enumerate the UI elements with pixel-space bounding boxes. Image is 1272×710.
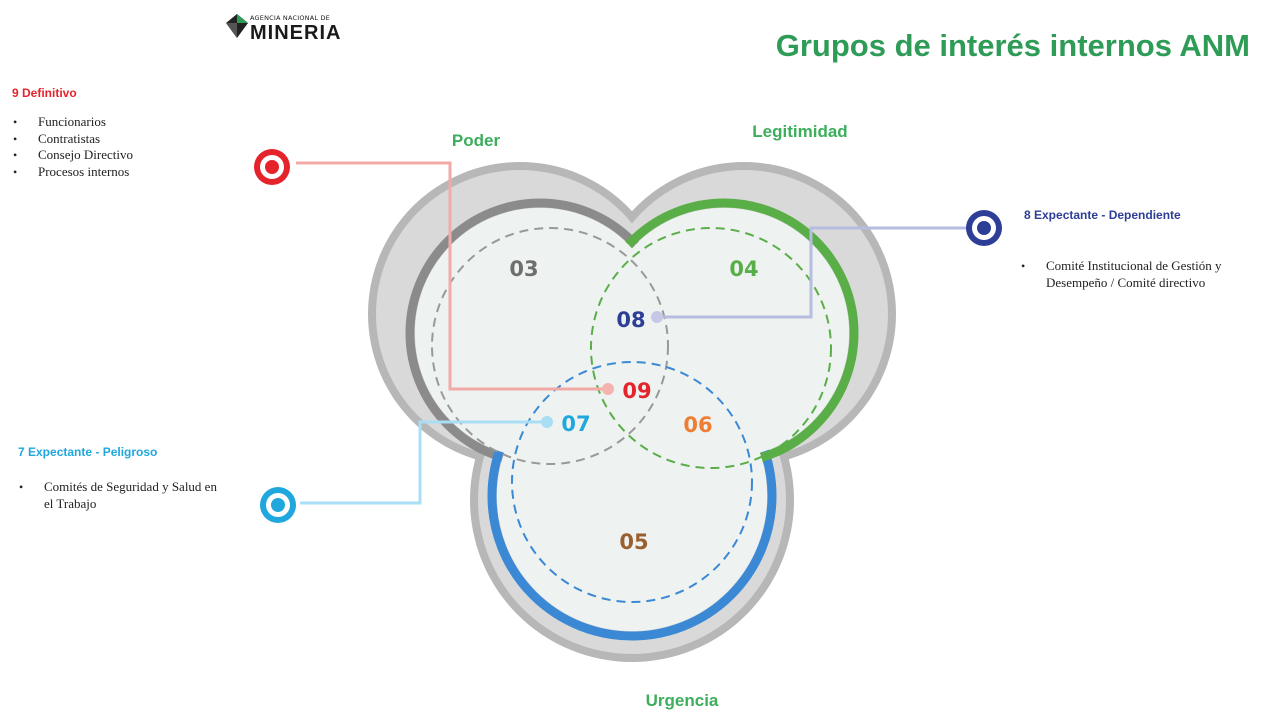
page-title: Grupos de interés internos ANM xyxy=(775,28,1250,63)
list-item: Procesos internos xyxy=(10,164,133,181)
legitimidad-dashed-circle xyxy=(590,227,832,469)
group-8-heading: 8 Expectante - Dependiente xyxy=(1024,208,1181,222)
diamond-logo-icon xyxy=(226,14,248,38)
list-item: Funcionarios xyxy=(10,114,133,131)
urgencia-label: Urgencia xyxy=(646,691,719,710)
poder-label: Poder xyxy=(452,131,501,150)
region-08: 08 xyxy=(616,308,645,332)
group-9-list: Funcionarios Contratistas Consejo Direct… xyxy=(10,114,133,180)
region-06: 06 xyxy=(683,413,712,437)
region-07: 07 xyxy=(561,412,590,436)
group-9-heading: 9 Definitivo xyxy=(12,86,77,100)
urgencia-dashed-circle xyxy=(511,361,753,603)
connector-08-dot xyxy=(651,311,663,323)
target-9-icon xyxy=(254,149,290,185)
inner-fill xyxy=(415,208,849,631)
group-7-list: Comités de Seguridad y Salud en el Traba… xyxy=(16,479,221,512)
connector-08 xyxy=(658,226,968,319)
connector-07-dot xyxy=(541,416,553,428)
legitimidad-label: Legitimidad xyxy=(752,122,847,141)
group-8-list: Comité Institucional de Gestión y Desemp… xyxy=(1018,258,1272,291)
list-item: Comité Institucional de Gestión y Desemp… xyxy=(1018,258,1272,291)
poder-dashed-circle xyxy=(431,227,669,465)
list-item: Comités de Seguridad y Salud en el Traba… xyxy=(16,479,221,512)
list-item: Contratistas xyxy=(10,131,133,148)
anm-logo: AGENCIA NACIONAL DE MINERIA xyxy=(226,12,366,48)
target-8-icon xyxy=(966,210,1002,246)
logo-agency-text: AGENCIA NACIONAL DE xyxy=(250,14,330,22)
list-item: Consejo Directivo xyxy=(10,147,133,164)
region-03: 03 xyxy=(509,257,538,281)
connector-09 xyxy=(296,161,606,391)
target-7-icon xyxy=(260,487,296,523)
group-7-heading: 7 Expectante - Peligroso xyxy=(18,445,158,459)
region-04: 04 xyxy=(729,257,758,281)
connector-07 xyxy=(300,420,546,505)
region-05: 05 xyxy=(619,530,648,554)
region-09: 09 xyxy=(622,379,651,403)
logo-name: MINERIA xyxy=(250,22,342,44)
connector-09-dot xyxy=(602,383,614,395)
